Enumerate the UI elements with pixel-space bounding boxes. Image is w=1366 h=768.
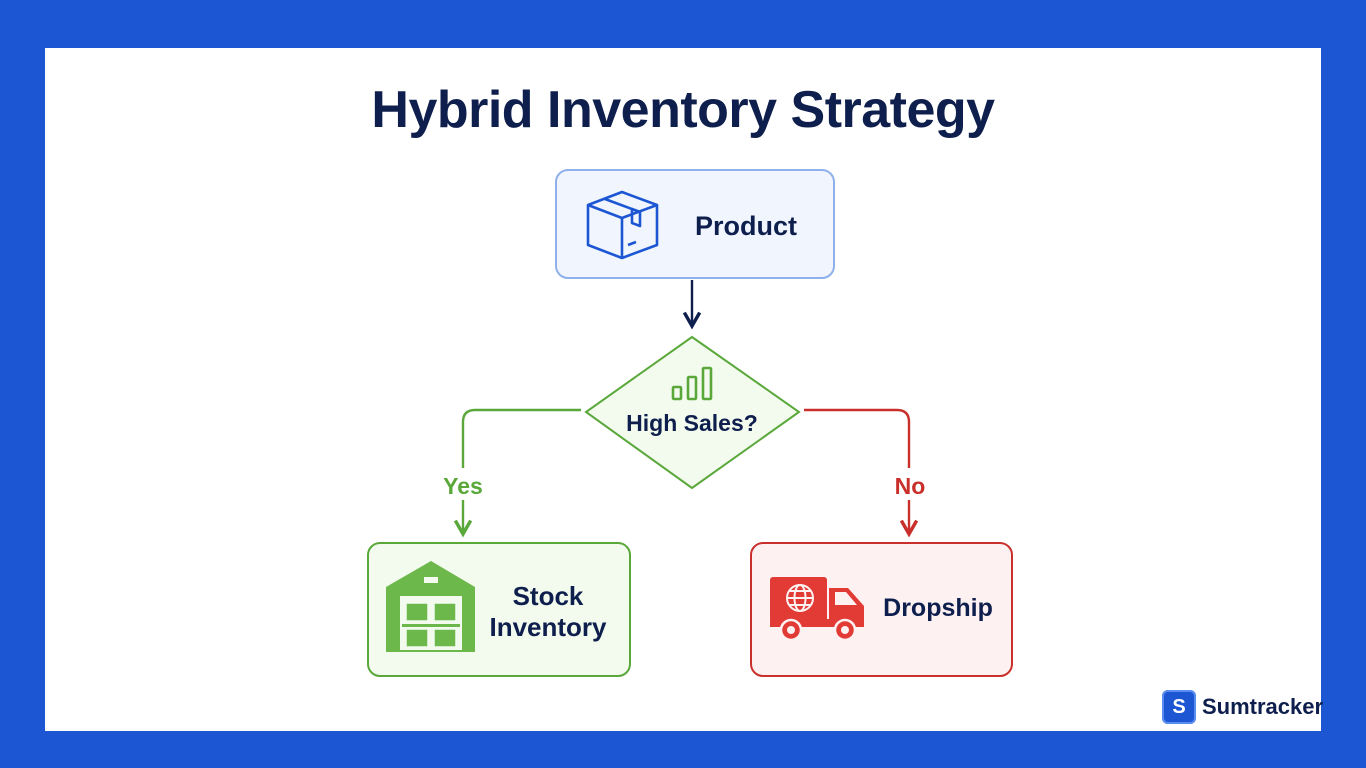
delivery-truck-icon (770, 577, 864, 642)
bar-chart-icon (671, 366, 713, 401)
product-node (555, 169, 835, 279)
edge-no (804, 408, 911, 468)
edge-yes-label: Yes (443, 473, 483, 499)
product-label: Product (694, 210, 797, 241)
box-icon (586, 190, 659, 260)
stock-inventory-label-line2: Inventory (489, 612, 607, 642)
warehouse-icon (386, 561, 475, 652)
decision-node (584, 335, 801, 490)
dropship-label: Dropship (883, 594, 993, 622)
brand: S Sumtracker (1162, 689, 1323, 725)
decision-label: High Sales? (626, 410, 758, 437)
brand-logo: S (1162, 690, 1196, 724)
stock-inventory-label: Stock Inventory (478, 576, 618, 648)
dropship-node (750, 542, 1013, 677)
diagram-title: Hybrid Inventory Strategy (371, 81, 995, 139)
edge-no-label: No (894, 473, 926, 499)
stock-inventory-label-line1: Stock (512, 580, 584, 611)
brand-name: Sumtracker (1202, 694, 1324, 719)
edge-yes (461, 408, 581, 468)
